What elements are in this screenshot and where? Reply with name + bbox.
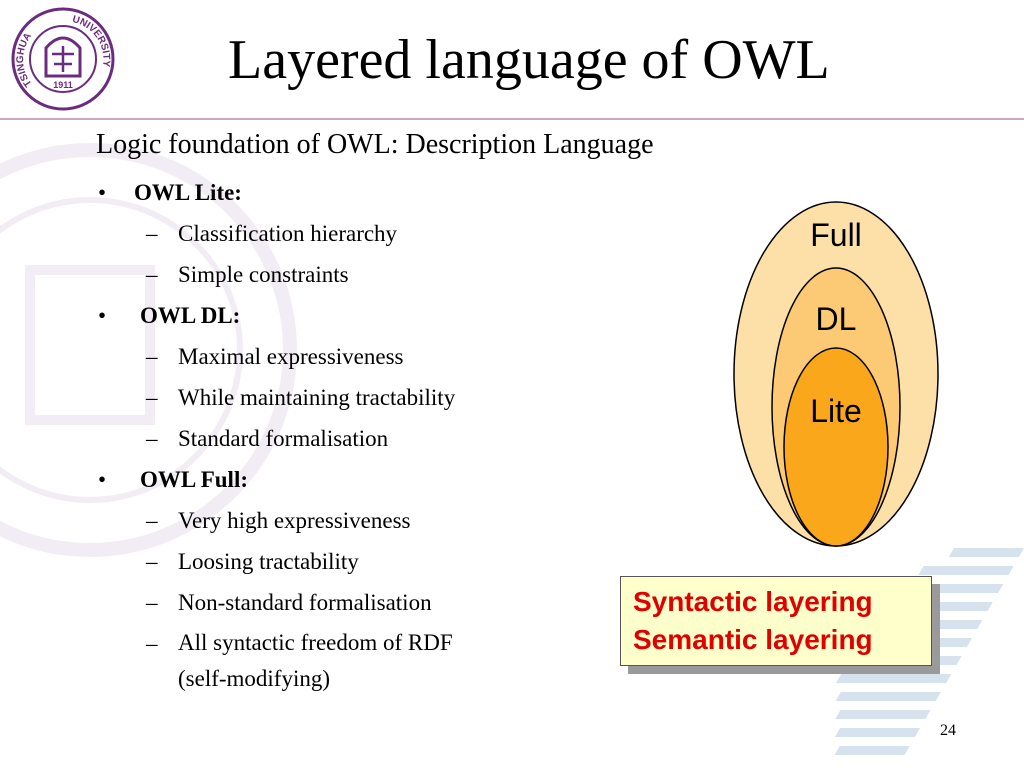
sub-item-text: Simple constraints [178, 262, 349, 287]
sub-item-text: Maximal expressiveness [178, 344, 404, 369]
slide-subtitle: Logic foundation of OWL: Description Lan… [96, 129, 654, 160]
owl-layers-diagram: Full DL Lite [733, 201, 939, 547]
callout-line-syntactic: Syntactic layering [633, 586, 873, 617]
sub-item-text: All syntactic freedom of RDF [178, 630, 453, 655]
bullet-label: OWL Lite: [134, 180, 242, 205]
label-lite: Lite [810, 393, 862, 429]
sub-item-text: Loosing tractability [178, 549, 359, 574]
callout-line-semantic: Semantic layering [633, 624, 873, 655]
sub-item-text: Classification hierarchy [178, 221, 398, 246]
bullet-dot-icon: • [98, 467, 107, 492]
sub-item-text: Very high expressiveness [178, 508, 411, 533]
tsinghua-university-logo: TSINGHUA UNIVERSITY 1911 [11, 7, 115, 111]
layering-callout: Syntactic layering Semantic layering [620, 576, 932, 666]
label-dl: DL [816, 301, 857, 337]
sub-item-text: While maintaining tractability [178, 385, 456, 410]
bullet-label: OWL DL: [140, 303, 241, 328]
bullet-dot-icon: • [98, 303, 107, 328]
page-title: Layered language of OWL [228, 29, 830, 91]
sub-item-text: Non-standard formalisation [178, 590, 432, 615]
title-divider [0, 118, 1024, 120]
bullet-dot-icon: • [98, 180, 107, 205]
page-number: 24 [940, 722, 956, 739]
bullet-label: OWL Full: [140, 467, 248, 492]
watermark-seal-icon [0, 143, 297, 557]
sub-item-text-continuation: (self-modifying) [178, 666, 331, 691]
ellipse-lite [783, 347, 889, 547]
sub-item-text: Standard formalisation [178, 426, 389, 451]
logo-year: 1911 [53, 80, 73, 90]
label-full: Full [810, 217, 862, 253]
